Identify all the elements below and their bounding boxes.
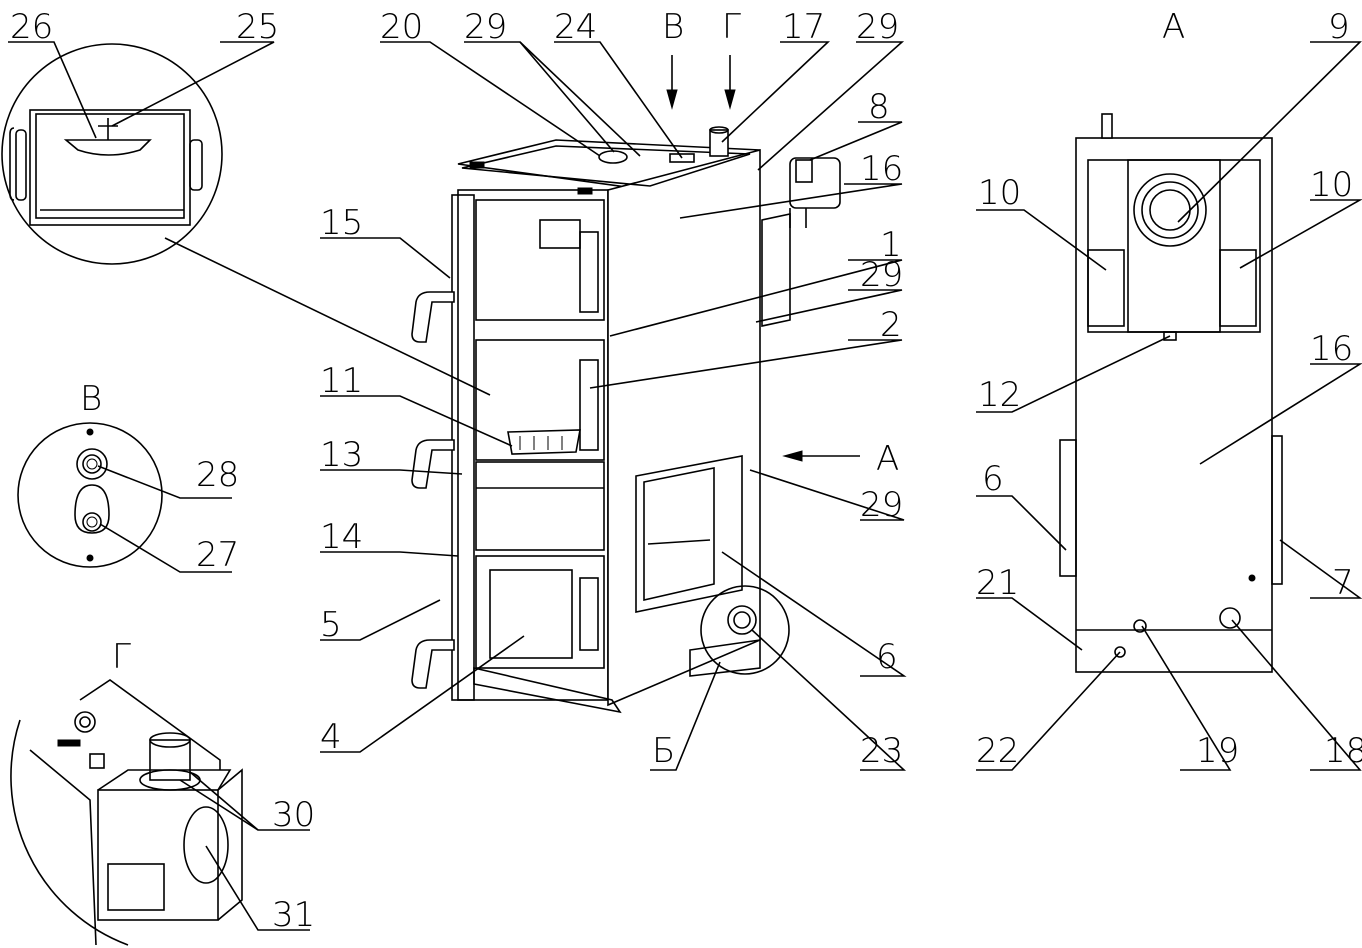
callout-26: 26 — [10, 7, 53, 47]
callout-13: 13 — [320, 435, 363, 475]
callout-28: 28 — [196, 455, 239, 495]
callout-22: 22 — [976, 731, 1019, 771]
callout-25: 25 — [236, 7, 279, 47]
callout-21: 21 — [976, 563, 1019, 603]
callout-14: 14 — [320, 517, 363, 557]
view-arrow-g: Г — [722, 7, 741, 47]
callout-labels: 26 25 20 29 24 В Г 17 29 8 16 1 29 2 A 2… — [10, 7, 1362, 935]
callout-1: 1 — [880, 225, 902, 265]
callout-24: 24 — [554, 7, 597, 47]
callout-29-right: 29 — [856, 7, 899, 47]
view-label-v: В — [80, 379, 102, 419]
callout-9: 9 — [1328, 7, 1350, 47]
view-label-g: Г — [112, 637, 131, 677]
detail-circle-b — [700, 585, 790, 675]
boiler-main-view — [411, 126, 841, 714]
leader-lines — [8, 41, 1362, 931]
callout-27: 27 — [196, 535, 239, 575]
callout-29-top: 29 — [464, 7, 507, 47]
view-arrow-v: В — [662, 7, 684, 47]
callout-12: 12 — [978, 375, 1021, 415]
callout-16: 16 — [860, 149, 903, 189]
callout-11: 11 — [320, 361, 363, 401]
view-a-back — [1059, 113, 1283, 673]
detail-circle-g — [10, 679, 243, 946]
callout-15: 15 — [320, 203, 363, 243]
callout-10-right: 10 — [1310, 165, 1353, 205]
callout-29-lower: 29 — [860, 485, 903, 525]
detail-circle-v — [17, 422, 163, 568]
callout-29-mid: 29 — [860, 255, 903, 295]
callout-10-left: 10 — [978, 173, 1021, 213]
view-label-b: Б — [652, 731, 675, 771]
callout-6-a: 6 — [982, 459, 1004, 499]
detail-circle-top-left — [1, 43, 223, 265]
callout-6-main: 6 — [876, 637, 898, 677]
callout-17: 17 — [782, 7, 825, 47]
callout-2: 2 — [880, 305, 902, 345]
callout-20: 20 — [380, 7, 423, 47]
callout-19: 19 — [1196, 731, 1239, 771]
callout-30: 30 — [272, 795, 315, 835]
callout-31: 31 — [272, 895, 315, 935]
callout-5: 5 — [320, 605, 342, 645]
callout-8: 8 — [868, 87, 890, 127]
callout-18: 18 — [1324, 731, 1362, 771]
view-arrow-a: A — [876, 439, 899, 479]
view-label-a: A — [1162, 7, 1185, 47]
callout-7: 7 — [1332, 563, 1354, 603]
callout-16-a: 16 — [1310, 329, 1353, 369]
callout-23: 23 — [860, 731, 903, 771]
callout-4: 4 — [320, 717, 342, 757]
